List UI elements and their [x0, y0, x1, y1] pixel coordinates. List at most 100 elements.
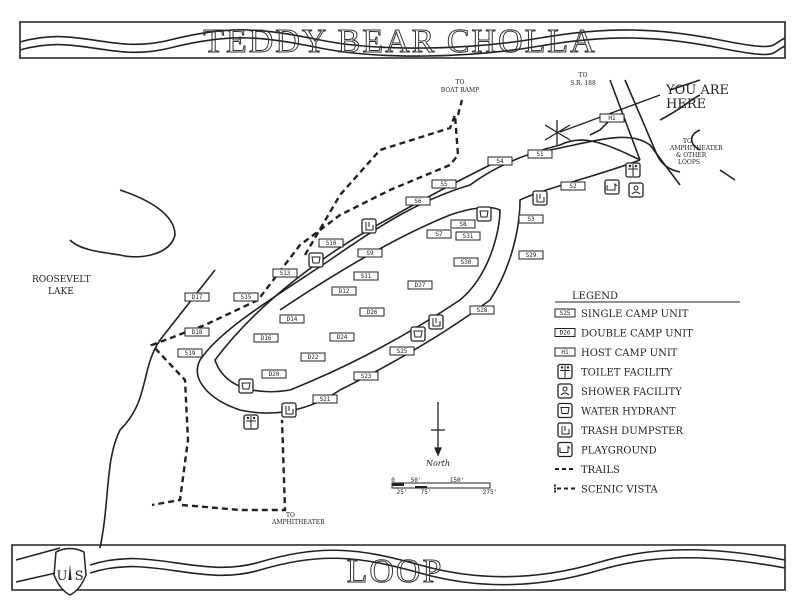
- site-label: H1: [608, 115, 616, 122]
- camp-site-s11[interactable]: S11: [353, 271, 379, 281]
- site-label: S31: [463, 233, 474, 240]
- title-banner-bottom: LOOP U S: [11, 544, 786, 596]
- site-label: D14: [287, 316, 298, 323]
- camp-site-s10[interactable]: S10: [318, 238, 344, 248]
- camp-site-s13[interactable]: S13: [272, 268, 298, 278]
- tree-icon: [68, 564, 72, 580]
- legend-item: SCENIC VISTA: [554, 484, 658, 496]
- legend-item: PLAYGROUND: [557, 441, 657, 458]
- svg-text:S25: S25: [560, 310, 571, 317]
- camp-site-s31[interactable]: S31: [455, 231, 481, 241]
- map-subtitle: LOOP: [347, 553, 444, 590]
- site-label: S2: [569, 183, 577, 190]
- camp-site-s23[interactable]: S23: [353, 371, 379, 381]
- site-label: S29: [526, 252, 537, 259]
- site-label: S10: [326, 240, 337, 247]
- legend-label: TOILET FACILITY: [581, 368, 673, 379]
- legend-label: TRAILS: [581, 465, 620, 476]
- lake-shoreline: [69, 189, 176, 258]
- forest-service-logo: U S: [53, 547, 87, 596]
- camp-site-d20[interactable]: D20: [261, 369, 287, 379]
- camp-site-s7[interactable]: S7: [426, 229, 452, 239]
- double-camp-icon: D26: [554, 328, 576, 337]
- site-label: D20: [269, 371, 280, 378]
- camp-site-s21[interactable]: S21: [312, 394, 338, 404]
- camp-site-d14[interactable]: D14: [279, 314, 305, 324]
- camp-site-d12[interactable]: D12: [331, 286, 357, 296]
- toilet-icon: [557, 363, 573, 380]
- trails: [149, 99, 464, 512]
- camp-site-d22[interactable]: D22: [300, 352, 326, 362]
- host-camp-icon: H1: [554, 347, 576, 357]
- camp-site-s15[interactable]: S15: [233, 292, 259, 302]
- legend-item: SHOWER FACILITY: [557, 383, 682, 399]
- facilities: [238, 162, 644, 430]
- svg-text:275': 275': [483, 489, 497, 496]
- svg-text:D26: D26: [560, 330, 571, 337]
- camp-site-d18[interactable]: D18: [184, 327, 210, 337]
- camp-site-d26[interactable]: D26: [359, 307, 385, 317]
- north-arrow: [431, 402, 445, 457]
- lake-shoreline: [99, 269, 216, 549]
- trash-dumpster-icon: [532, 190, 548, 206]
- site-label: S23: [361, 373, 372, 380]
- legend-item: TRAILS: [555, 465, 620, 476]
- camp-site-s9[interactable]: S9: [357, 248, 383, 258]
- camp-loop-roads: [196, 79, 736, 414]
- camp-site-d17[interactable]: D17: [184, 292, 210, 302]
- svg-text:150': 150': [450, 477, 464, 484]
- water-hydrant-icon: [308, 252, 324, 268]
- camp-site-s19[interactable]: S19: [177, 348, 203, 358]
- camp-site-s3[interactable]: S3: [518, 214, 544, 224]
- camp-site-s2[interactable]: S2: [560, 181, 586, 191]
- camp-site-s28[interactable]: S28: [469, 305, 495, 315]
- svg-text:75': 75': [421, 489, 432, 496]
- scale-bar: 0 50' 150' 25' 75' 275': [391, 477, 497, 496]
- site-label: D12: [339, 288, 350, 295]
- camp-site-d27[interactable]: D27: [407, 280, 433, 290]
- toilet-icon: [243, 414, 259, 430]
- camp-site-s4[interactable]: S4: [487, 156, 513, 166]
- camp-site-d24[interactable]: D24: [329, 332, 355, 342]
- legend-title: LEGEND: [572, 291, 618, 302]
- site-label: S25: [397, 348, 408, 355]
- site-label: D26: [367, 309, 378, 316]
- legend-item: TOILET FACILITY: [557, 363, 673, 380]
- title-banner-top: TEDDY BEAR CHOLLA: [19, 21, 786, 61]
- playground-icon: [604, 179, 620, 195]
- legend-label: SHOWER FACILITY: [581, 387, 682, 398]
- camp-site-s8[interactable]: S8: [450, 219, 476, 229]
- shower-icon: [628, 182, 644, 198]
- svg-text:25': 25': [397, 489, 408, 496]
- site-label: S1: [536, 151, 544, 158]
- site-label: S13: [280, 270, 291, 277]
- legend-item: WATER HYDRANT: [557, 402, 676, 419]
- site-label: S30: [461, 259, 472, 266]
- camp-site-s25[interactable]: S25: [389, 346, 415, 356]
- camp-site-h1[interactable]: H1: [599, 113, 625, 123]
- water-hydrant-icon: [557, 402, 573, 419]
- camp-site-s30[interactable]: S30: [453, 257, 479, 267]
- site-label: S9: [366, 250, 374, 257]
- trash-dumpster-icon: [557, 422, 573, 438]
- camp-site-s5[interactable]: S5: [431, 179, 457, 189]
- camp-site-s6[interactable]: S6: [405, 196, 431, 206]
- camp-site-s29[interactable]: S29: [518, 250, 544, 260]
- svg-text:0: 0: [391, 477, 395, 484]
- site-label: D27: [415, 282, 426, 289]
- camp-site-d16[interactable]: D16: [253, 333, 279, 343]
- camp-site-s1[interactable]: S1: [527, 149, 553, 159]
- legend-label: WATER HYDRANT: [581, 407, 676, 418]
- water-hydrant-icon: [238, 378, 254, 394]
- water-hydrant-icon: [476, 206, 492, 222]
- site-label: D17: [192, 294, 203, 301]
- trash-dumpster-icon: [361, 218, 377, 234]
- trash-dumpster-icon: [281, 402, 297, 418]
